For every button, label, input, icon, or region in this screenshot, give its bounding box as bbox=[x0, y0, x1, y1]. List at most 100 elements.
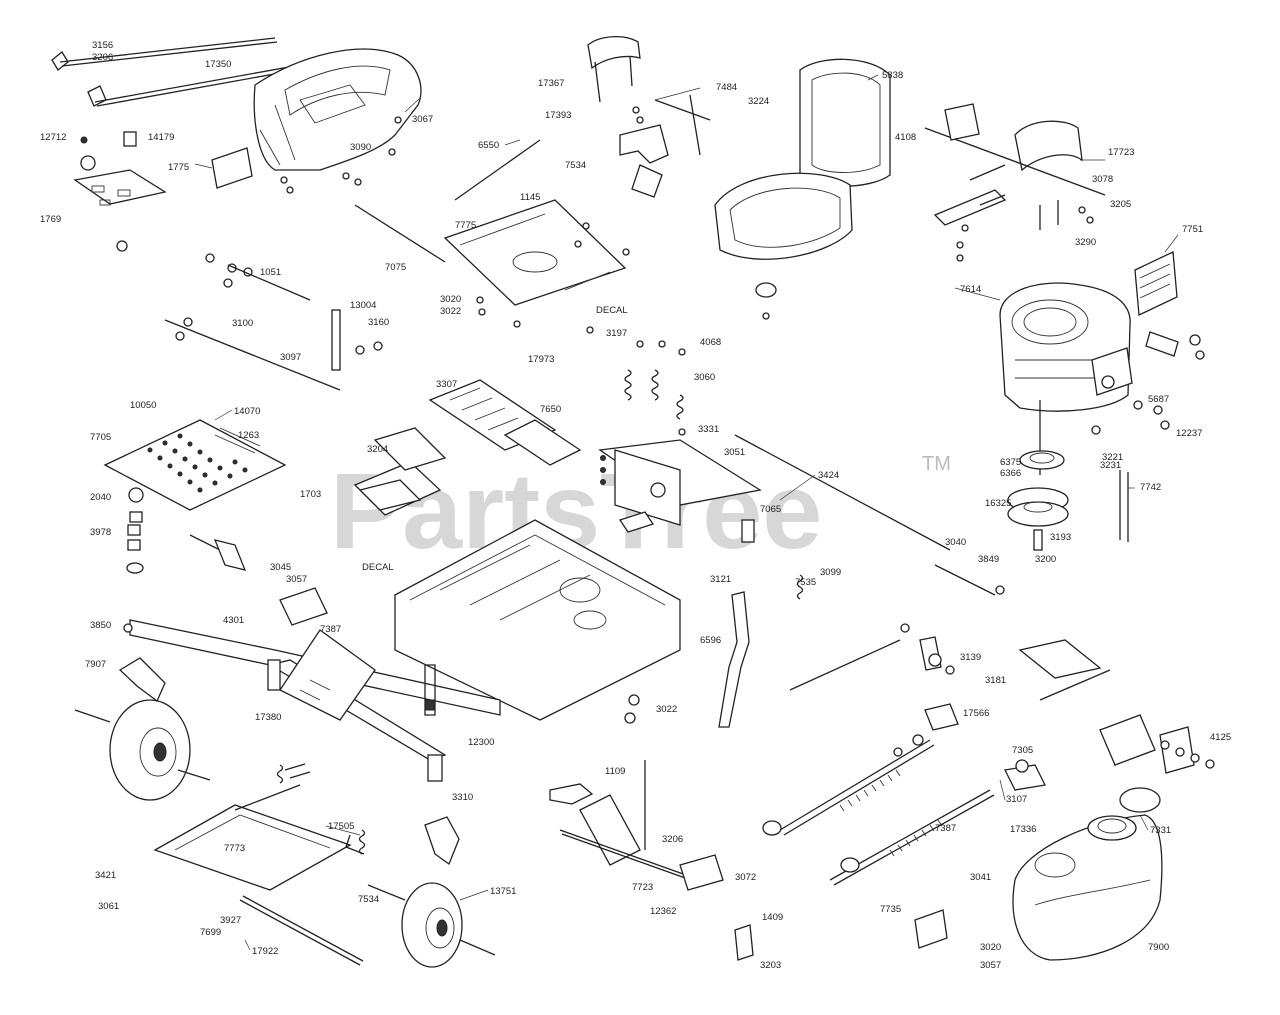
armrest-assembly bbox=[587, 36, 711, 198]
part-callout: 3020 bbox=[980, 942, 1001, 953]
part-callout: 3206 bbox=[92, 52, 113, 63]
part-callout: 7751 bbox=[1182, 224, 1203, 235]
steering-linkage bbox=[153, 763, 366, 966]
part-callout: 3224 bbox=[748, 96, 769, 107]
part-callout: 3057 bbox=[286, 574, 307, 585]
caster-wheel bbox=[367, 882, 496, 968]
left-wheel bbox=[74, 699, 211, 801]
part-callout: 1145 bbox=[520, 192, 540, 203]
part-callout: 1769 bbox=[40, 214, 61, 225]
part-callout: 3160 bbox=[368, 317, 389, 328]
part-callout: 7331 bbox=[1150, 825, 1171, 836]
part-callout: 3204 bbox=[367, 444, 388, 455]
part-callout: 3060 bbox=[694, 372, 715, 383]
part-callout: 6596 bbox=[700, 635, 721, 646]
part-callout: 17380 bbox=[255, 712, 281, 723]
part-callout: 5838 bbox=[882, 70, 903, 81]
part-callout: 17350 bbox=[205, 59, 231, 70]
part-callout: 3331 bbox=[698, 424, 719, 435]
part-callout: 7387 bbox=[935, 823, 956, 834]
footrest-holes bbox=[147, 433, 248, 493]
part-callout: 6366 bbox=[1000, 468, 1021, 479]
springs bbox=[624, 369, 951, 600]
part-callout: 1775 bbox=[168, 162, 189, 173]
part-callout: 1051 bbox=[260, 267, 281, 278]
seat bbox=[714, 58, 891, 298]
fuel-tank bbox=[914, 787, 1163, 961]
part-callout: 3139 bbox=[960, 652, 981, 663]
part-callout: 3307 bbox=[436, 379, 457, 390]
right-brackets bbox=[919, 636, 1195, 791]
part-callout: 12362 bbox=[650, 906, 676, 917]
part-callout: 3061 bbox=[98, 901, 119, 912]
part-callout: 7907 bbox=[85, 659, 106, 670]
part-callout: 3090 bbox=[350, 142, 371, 153]
leader-lines bbox=[194, 74, 1179, 951]
part-callout: 3022 bbox=[440, 306, 461, 317]
part-callout: 3051 bbox=[724, 447, 745, 458]
threaded-rods bbox=[762, 639, 995, 886]
part-callout: 4301 bbox=[223, 615, 244, 626]
part-callout: 1409 bbox=[762, 912, 783, 923]
part-callout: 3290 bbox=[1075, 237, 1096, 248]
part-callout: 4108 bbox=[895, 132, 916, 143]
part-callout: 3231 bbox=[1100, 460, 1121, 471]
part-callout: 7535 bbox=[795, 577, 816, 588]
watermark-trademark: TM bbox=[922, 453, 951, 475]
part-callout: 7775 bbox=[455, 220, 476, 231]
part-callout: 16325 bbox=[985, 498, 1011, 509]
part-callout: 7705 bbox=[90, 432, 111, 443]
part-callout: 3206 bbox=[662, 834, 683, 845]
part-callout: 1703 bbox=[300, 489, 321, 500]
part-callout: 6375 bbox=[1000, 457, 1021, 468]
part-callout: 7742 bbox=[1140, 482, 1161, 493]
lift-arm bbox=[549, 760, 754, 961]
chassis-frame bbox=[129, 519, 681, 782]
part-callout: 3849 bbox=[978, 554, 999, 565]
part-callout: 7773 bbox=[224, 843, 245, 854]
part-callout: 3203 bbox=[760, 960, 781, 971]
part-callout: 7534 bbox=[358, 894, 379, 905]
part-callout: 12300 bbox=[468, 737, 494, 748]
part-callout: 3193 bbox=[1050, 532, 1071, 543]
engine bbox=[999, 251, 1179, 475]
part-callout: 3099 bbox=[820, 567, 841, 578]
part-callout: 7387 bbox=[320, 624, 341, 635]
part-callout: 17922 bbox=[252, 946, 278, 957]
part-callout: 2040 bbox=[90, 492, 111, 503]
part-callouts: 3156 3206 17350 12712 14179 1769 1775 30… bbox=[40, 40, 1231, 971]
part-callout: 14179 bbox=[148, 132, 174, 143]
part-callout: 12237 bbox=[1176, 428, 1202, 439]
part-callout: 3041 bbox=[970, 872, 991, 883]
seat-mount-plate bbox=[354, 139, 627, 306]
part-callout: 4125 bbox=[1210, 732, 1231, 743]
part-callout: 17723 bbox=[1108, 147, 1134, 158]
brake-bracket bbox=[73, 131, 167, 252]
part-callout: DECAL bbox=[596, 305, 628, 316]
footrest-plate bbox=[103, 419, 287, 511]
part-callout: 3978 bbox=[90, 527, 111, 538]
part-callout: 7650 bbox=[540, 404, 561, 415]
part-callout: 7534 bbox=[565, 160, 586, 171]
part-callout: DECAL bbox=[362, 562, 394, 573]
part-callout: 3057 bbox=[980, 960, 1001, 971]
part-callout: 17505 bbox=[328, 821, 354, 832]
part-callout: 3067 bbox=[412, 114, 433, 125]
part-callout: 13004 bbox=[350, 300, 376, 311]
part-callout: 3221 bbox=[1102, 452, 1123, 463]
part-callout: 7699 bbox=[200, 927, 221, 938]
part-callout: 3020 bbox=[440, 294, 461, 305]
part-callout: 3078 bbox=[1092, 174, 1113, 185]
part-callout: 3310 bbox=[452, 792, 473, 803]
part-callout: 6550 bbox=[478, 140, 499, 151]
part-callout: 17336 bbox=[1010, 824, 1036, 835]
part-callout: 5687 bbox=[1148, 394, 1169, 405]
part-callout: 3205 bbox=[1110, 199, 1131, 210]
part-callout: 3040 bbox=[945, 537, 966, 548]
clutch-pulley bbox=[1007, 450, 1129, 551]
part-callout: 13751 bbox=[490, 886, 516, 897]
front-caster-fork bbox=[118, 657, 460, 866]
part-callout: 7900 bbox=[1148, 942, 1169, 953]
part-callout: 3424 bbox=[818, 470, 839, 481]
